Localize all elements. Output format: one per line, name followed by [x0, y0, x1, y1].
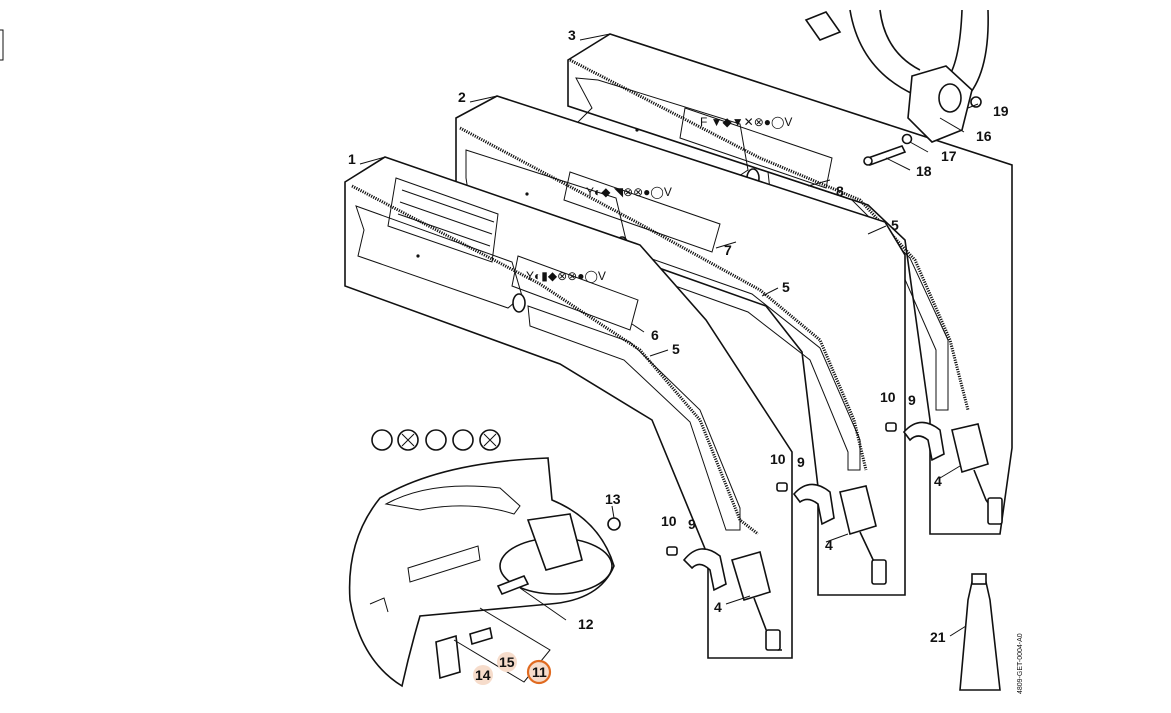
- highlight-11: [529, 662, 549, 682]
- part-label[interactable]: 15: [499, 654, 515, 670]
- part-label[interactable]: 19: [993, 103, 1009, 119]
- part-label[interactable]: 2: [458, 89, 466, 105]
- guard-assembly: [348, 429, 621, 688]
- part-label[interactable]: 9: [797, 454, 805, 470]
- part-label[interactable]: 5: [891, 217, 899, 233]
- handle-assembly: [804, 9, 989, 167]
- part-label[interactable]: 4: [825, 537, 833, 553]
- part-label[interactable]: 10: [770, 451, 786, 467]
- part-label[interactable]: 8: [836, 183, 844, 199]
- part-label[interactable]: 5: [672, 341, 680, 357]
- part-label[interactable]: 12: [578, 616, 594, 632]
- part-label[interactable]: 3: [568, 27, 576, 43]
- edge-fragment: [0, 29, 4, 61]
- tool-icons-row: [371, 429, 501, 451]
- part-label[interactable]: 9: [688, 516, 696, 532]
- grease-tube: [959, 573, 1001, 691]
- highlight-15: [497, 652, 517, 672]
- part-label[interactable]: 14: [475, 667, 491, 683]
- part-label[interactable]: 10: [661, 513, 677, 529]
- part-label[interactable]: 21: [930, 629, 946, 645]
- svg-text:Y◐◆ ◥⊗⊗●◯V: Y◐◆ ◥⊗⊗●◯V: [586, 185, 672, 199]
- leader-lines: [359, 33, 979, 637]
- part-label[interactable]: 18: [916, 163, 932, 179]
- highlight-14: [473, 665, 493, 685]
- selected-ring-11: [526, 659, 552, 685]
- part-label[interactable]: 7: [724, 242, 732, 258]
- part-label[interactable]: 1: [348, 151, 356, 167]
- clamp-set-c: [885, 421, 1003, 525]
- part-label[interactable]: 13: [605, 491, 621, 507]
- part-label[interactable]: 9: [908, 392, 916, 408]
- clamp-set-a: [666, 546, 782, 651]
- part-label[interactable]: 5: [782, 279, 790, 295]
- part-label[interactable]: 17: [941, 148, 957, 164]
- part-label[interactable]: 6: [651, 327, 659, 343]
- part-labels: 3 2 1 4 4 4 5 5 5 6 7 8 9 9 9 10 10 10 1…: [348, 27, 1009, 683]
- svg-text:Y◐▮◆⊗⊗●◯V: Y◐▮◆⊗⊗●◯V: [526, 269, 606, 283]
- part-label[interactable]: 4: [714, 599, 722, 615]
- part-label[interactable]: 16: [976, 128, 992, 144]
- drawing-code: 4809-GET-0004-A0: [1017, 633, 1024, 694]
- svg-text:F ▼◆▼✕⊗●◯V: F ▼◆▼✕⊗●◯V: [700, 115, 792, 129]
- clamp-set-b: [776, 482, 887, 585]
- part-label[interactable]: 4: [934, 473, 942, 489]
- deflector-panel-1: Y◐▮◆⊗⊗●◯V: [344, 156, 793, 659]
- part-label[interactable]: 10: [880, 389, 896, 405]
- part-label[interactable]: 11: [532, 664, 547, 680]
